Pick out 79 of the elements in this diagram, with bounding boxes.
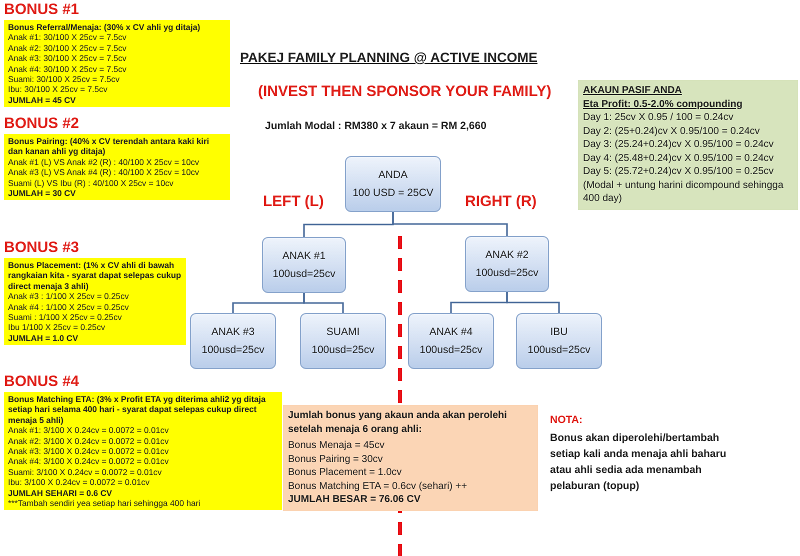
connector-line — [506, 292, 560, 313]
node-title: IBU — [550, 326, 568, 338]
total-line: JUMLAH = 1.0 CV — [8, 332, 78, 344]
calculation-line: Anak #4: 30/100 X 25cv = 7.5cv — [8, 64, 126, 74]
summary-panel — [283, 405, 538, 510]
text-line: Day 2: (25+0.24)cv X 0.95/100 = 0.24cv — [583, 124, 760, 138]
calculation-line: Anak #3: 3/100 X 0.24cv = 0.0072 = 0.01cv — [8, 446, 169, 456]
panel-heading: Bonus Placement: (1% x CV ahli di bawah rangkaian kita - syarat dapat selepas cukup direct menaja 3 ahli) — [8, 260, 182, 292]
node-title: ANAK #1 — [282, 250, 326, 262]
total-line: JUMLAH BESAR = 76.06 CV — [288, 493, 421, 506]
calculation-line: Anak #3 : 1/100 X 25cv = 0.25cv — [8, 291, 129, 302]
calculation-line: Suami : 1/100 X 25cv = 0.25cv — [8, 312, 122, 322]
node-title: ANDA — [378, 169, 408, 181]
connector-line — [392, 212, 508, 236]
node-title: ANAK #3 — [211, 326, 255, 338]
subtitle: (INVEST THEN SPONSOR YOUR FAMILY) — [258, 83, 552, 100]
node-value: 100usd=25cv — [312, 344, 374, 356]
calculation-line: Anak #2: 30/100 X 25cv = 7.5cv — [8, 42, 126, 54]
tree-node-box — [262, 237, 346, 293]
note-heading: NOTA: — [550, 414, 582, 426]
capital-note: Jumlah Modal : RM380 x 7 akaun = RM 2,660 — [265, 120, 486, 132]
calculation-line: Anak #1: 3/100 X 0.24cv = 0.0072 = 0.01cv — [8, 425, 169, 436]
side-label: RIGHT (R) — [465, 193, 537, 210]
tree-node-box — [300, 313, 386, 369]
footnote: ***Tambah sendiri yea setiap hari sehingga 400 hari — [8, 498, 200, 508]
node-value: 100usd=25cv — [272, 268, 336, 280]
tree-node-box — [345, 156, 441, 212]
text-line: Day 4: (25.48+0.24)cv X 0.95/100 = 0.24cv — [583, 152, 774, 165]
bonus-heading: BONUS #4 — [4, 374, 80, 390]
node-value: 100usd=25cv — [528, 344, 590, 356]
total-line: JUMLAH = 45 CV — [8, 94, 76, 106]
info-panel — [578, 80, 798, 210]
panel-heading: Bonus Referral/Menaja: (30% x CV ahli yg ditaja) — [8, 22, 202, 32]
calculation-line: Anak #1 (L) VS Anak #2 (R) : 40/100 X 25cv = 10cv — [8, 156, 200, 168]
calculation-line: Ibu: 3/100 X 0.24cv = 0.0072 = 0.01cv — [8, 477, 150, 488]
calculation-line: Suami: 30/100 X 25cv = 7.5cv — [8, 74, 120, 84]
panel-heading: Bonus Matching ETA: (3% x Profit ETA yg diterima ahli2 yg ditaja setiap hari selama 400 hari - syarat dapat selepas cukup direct menaja 5 ahli) — [8, 394, 267, 426]
calculation-line: Anak #4 : 1/100 X 25cv = 0.25cv — [8, 302, 129, 312]
calculation-line: Anak #4: 3/100 X 0.24cv = 0.0072 = 0.01cv — [8, 456, 169, 467]
text-line: Bonus Pairing = 30cv — [288, 452, 383, 466]
text-line: Day 3: (25.24+0.24)cv X 0.95/100 = 0.24cv — [583, 138, 774, 152]
connector-line — [303, 293, 344, 313]
text-line: Bonus Placement = 1.0cv — [288, 466, 402, 480]
panel-heading: Bonus Pairing: (40% x CV terendah antara kaki kiri dan kanan ahli yg ditaja) — [8, 136, 210, 157]
title: PAKEJ FAMILY PLANNING @ ACTIVE INCOME — [240, 50, 538, 65]
node-title: ANAK #4 — [429, 326, 473, 338]
calculation-line: Ibu: 30/100 X 25cv = 7.5cv — [8, 84, 108, 95]
bonus-heading: BONUS #1 — [4, 2, 80, 18]
node-value: 100usd=25cv — [202, 344, 264, 356]
text-line: (Modal + untung harini dicompound sehingga 400 day) — [583, 178, 784, 206]
node-value: 100usd=25cv — [476, 267, 538, 279]
tree-node-box — [516, 313, 602, 369]
side-label: LEFT (L) — [263, 193, 324, 210]
text-line: Day 1: 25cv X 0.95 / 100 = 0.24cv — [583, 111, 734, 124]
calculation-line: Suami (L) VS Ibu (R) : 40/100 X 25cv = 10cv — [8, 178, 174, 188]
panel-heading: Eta Profit: 0.5-2.0% compounding — [583, 98, 742, 111]
node-value: 100 USD = 25CV — [352, 187, 434, 199]
total-line: JUMLAH = 30 CV — [8, 188, 76, 198]
node-title: SUAMI — [326, 326, 360, 338]
panel-heading: AKAUN PASIF ANDA — [583, 84, 682, 98]
calculation-line: Anak #3 (L) VS Anak #4 (R) : 40/100 X 25cv = 10cv — [8, 167, 200, 178]
calculation-line: Anak #2: 3/100 X 0.24cv = 0.0072 = 0.01cv — [8, 436, 169, 446]
node-value: 100usd=25cv — [420, 344, 482, 356]
bonus-heading: BONUS #2 — [4, 116, 80, 132]
text-line: Bonus Matching ETA = 0.6cv (sehari) ++ — [288, 480, 468, 493]
tree-node-box — [408, 313, 494, 369]
tree-node-box — [465, 236, 549, 292]
tree-node-box — [190, 313, 276, 369]
panel-heading: Jumlah bonus yang akaun anda akan perolehi setelah menaja 6 orang ahli: — [288, 409, 508, 436]
calculation-line: Anak #3: 30/100 X 25cv = 7.5cv — [8, 53, 126, 64]
total-line: JUMLAH SEHARI = 0.6 CV — [8, 488, 112, 498]
node-title: ANAK #2 — [485, 249, 529, 261]
calculation-line: Anak #1: 30/100 X 25cv = 7.5cv — [8, 32, 126, 43]
calculation-line: Suami: 3/100 X 0.24cv = 0.0072 = 0.01cv — [8, 466, 162, 478]
calculation-line: Ibu 1/100 X 25cv = 0.25cv — [8, 322, 106, 333]
text-line: Bonus Menaja = 45cv — [288, 439, 384, 452]
note-text: Bonus akan diperolehi/bertambah setiap kali anda menaja ahli baharu atau ahli sedia ada menambah pelaburan (topup) — [550, 431, 728, 494]
text-line: Day 5: (25.72+0.24)cv X 0.95/100 = 0.25cv — [583, 165, 774, 178]
bonus-heading: BONUS #3 — [4, 240, 80, 256]
